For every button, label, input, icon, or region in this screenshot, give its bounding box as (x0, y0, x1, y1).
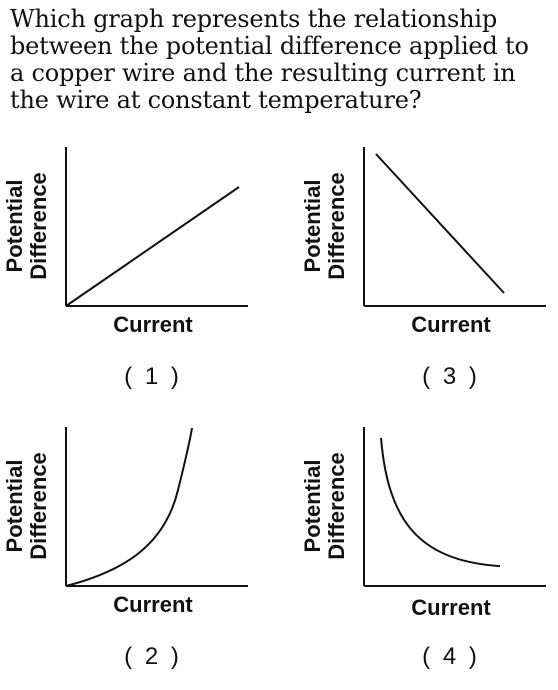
graph-4-svg: Potential Difference Current ( 4 ) (300, 427, 546, 670)
graph-3-svg: Potential Difference Current ( 3 ) (300, 147, 546, 390)
ylabel-line2: Difference (26, 172, 51, 280)
xlabel: Current (113, 312, 193, 337)
ylabel-line2: Difference (324, 452, 349, 560)
question-text: Which graph represents the relationship … (10, 5, 529, 114)
xlabel: Current (411, 312, 491, 337)
xlabel: Current (113, 592, 193, 617)
option-label: ( 1 ) (124, 363, 182, 390)
graph-option-4: Potential Difference Current ( 4 ) (298, 420, 558, 680)
curve-line (380, 437, 500, 567)
xlabel: Current (411, 595, 491, 620)
graph-option-2: Potential Difference Current ( 2 ) (0, 420, 260, 680)
curve-line (65, 186, 240, 307)
curve-line (375, 153, 505, 294)
graph-2-svg: Potential Difference Current ( 2 ) (2, 427, 248, 670)
ylabel-line2: Difference (26, 452, 51, 560)
option-label: ( 2 ) (124, 643, 182, 670)
option-label: ( 3 ) (422, 363, 480, 390)
ylabel-line1: Potential (300, 460, 325, 553)
option-label: ( 4 ) (422, 643, 480, 670)
curve-line (65, 427, 193, 587)
graph-1-svg: Potential Difference Current ( 1 ) (2, 147, 248, 390)
graph-option-1: Potential Difference Current ( 1 ) (0, 140, 260, 400)
ylabel-line1: Potential (300, 180, 325, 273)
graph-option-3: Potential Difference Current ( 3 ) (298, 140, 558, 400)
ylabel-line1: Potential (2, 460, 27, 553)
ylabel-line2: Difference (324, 172, 349, 280)
ylabel-line1: Potential (2, 180, 27, 273)
